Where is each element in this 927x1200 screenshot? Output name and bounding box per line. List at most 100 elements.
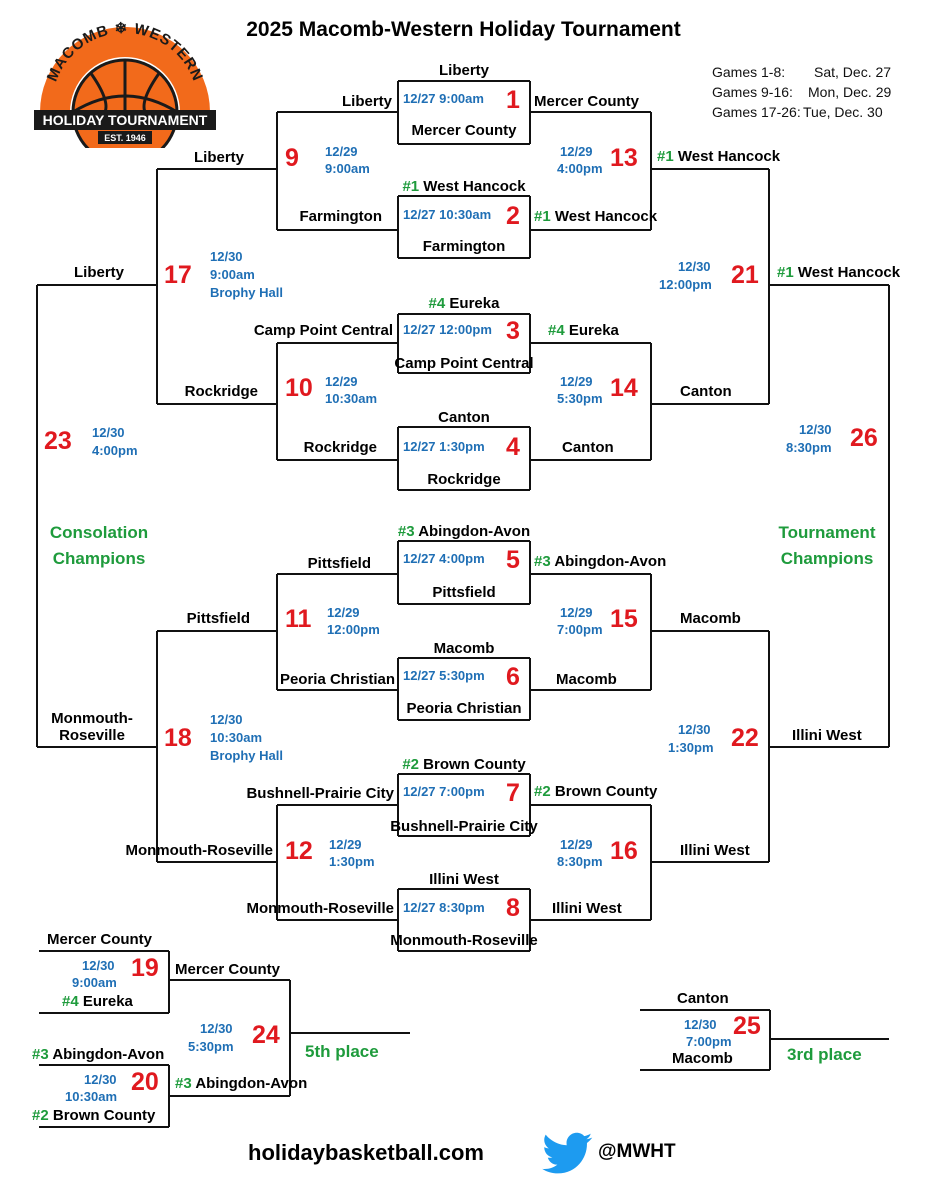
g2-top-name: West Hancock [423, 178, 526, 195]
g15-top-team: #3 Abingdon-Avon [534, 553, 666, 571]
g26-time-hour: 8:30pm [786, 440, 832, 455]
g12-time-hour: 1:30pm [329, 854, 375, 869]
g14-top-team: #4 Eureka [548, 322, 619, 340]
g8-number: 8 [506, 894, 520, 922]
g5-top-seed: #3 [397, 523, 415, 540]
page-title: 2025 Macomb-Western Holiday Tournament [246, 18, 681, 41]
g5-bottom-team: Pittsfield [432, 584, 496, 601]
game-13-lines [530, 111, 652, 231]
g21-time-date: 12/30 [678, 259, 711, 274]
g1-number: 1 [506, 86, 520, 114]
g6-top-team: Macomb [433, 640, 495, 657]
g24-time-date: 12/30 [200, 1021, 233, 1036]
g22-number: 22 [731, 724, 759, 752]
game-23-lines [36, 284, 157, 748]
g12-bottom-team: Monmouth-Roseville [246, 900, 394, 917]
g9-number: 9 [285, 144, 299, 172]
g22-time-date: 12/30 [678, 722, 711, 737]
g14-top-seed: #4 [548, 322, 565, 339]
g14-time-date: 12/29 [560, 374, 593, 389]
g24-bottom-team: #3 Abingdon-Avon [175, 1075, 307, 1093]
g17-top-team: Liberty [193, 149, 244, 166]
g19-bottom-seed: #4 [62, 993, 79, 1010]
logo-banner-text: HOLIDAY TOURNAMENT [43, 112, 208, 128]
g10-top-team: Camp Point Central [253, 322, 393, 339]
g26-top-team: #1 West Hancock [777, 264, 900, 282]
g19-time-hour: 9:00am [72, 975, 117, 990]
g17-number: 17 [164, 261, 192, 289]
twitter-icon[interactable] [542, 1128, 594, 1178]
g19-top-team: Mercer County [47, 931, 153, 948]
g8-bottom-team: Monmouth-Roseville [390, 932, 538, 949]
fifth-place-label: 5th place [305, 1042, 379, 1061]
game-10-lines [276, 342, 398, 461]
g4-bottom-team: Rockridge [427, 471, 501, 488]
g15-bottom-team: Macomb [556, 671, 617, 688]
g26-bottom-team: Illini West [792, 727, 862, 744]
g2-top-seed: #1 [402, 178, 420, 195]
g20-number: 20 [131, 1068, 159, 1096]
g3-bottom-team: Camp Point Central [394, 355, 534, 372]
g2-top-team: #1 West Hancock [398, 178, 530, 196]
g18-number: 18 [164, 724, 192, 752]
g11-top-team: Pittsfield [307, 555, 371, 572]
schedule-date-2: Mon, Dec. 29 [808, 84, 892, 100]
g20-bottom-team: #2 Brown County [32, 1107, 155, 1125]
g7-time: 12/27 7:00pm [403, 784, 485, 799]
g15-number: 15 [610, 605, 638, 633]
schedule-games-1: Games 1-8: [712, 64, 786, 80]
g8-time: 12/27 8:30pm [403, 900, 485, 915]
g15-time-date: 12/29 [560, 605, 593, 620]
g23-top-team: Liberty [73, 264, 124, 281]
g18-top-team: Pittsfield [186, 610, 250, 627]
game-17-lines [156, 168, 277, 405]
g16-top-name: Brown County [554, 783, 658, 800]
twitter-handle[interactable]: @MWHT [598, 1141, 676, 1162]
g21-time-hour: 12:00pm [659, 277, 712, 292]
g5-top-team: #3 Abingdon-Avon [385, 523, 543, 541]
g15-time-hour: 7:00pm [557, 622, 603, 637]
g5-number: 5 [506, 546, 520, 574]
g18-time-hour: 10:30am [210, 730, 263, 745]
g2-bottom-team: Farmington [422, 238, 506, 255]
g21-top-seed: #1 [657, 148, 674, 165]
schedule-games-3: Games 17-26: [712, 104, 801, 120]
g3-top-team: #4 Eureka [398, 295, 530, 313]
g1-bottom-team: Mercer County [411, 122, 517, 139]
g13-bottom-team: #1 West Hancock [534, 208, 657, 226]
g6-time: 12/27 5:30pm [403, 668, 485, 683]
g3-number: 3 [506, 317, 520, 345]
g8-top-team: Illini West [429, 871, 499, 888]
g20-top-team: #3 Abingdon-Avon [32, 1046, 164, 1064]
g15-top-name: Abingdon-Avon [554, 553, 667, 570]
g13-bottom-seed: #1 [534, 208, 551, 225]
g17-venue: Brophy Hall [210, 285, 283, 300]
g3-top-seed: #4 [428, 295, 446, 312]
g3-top-name: Eureka [449, 295, 500, 312]
game-9-lines [276, 111, 398, 231]
g16-number: 16 [610, 837, 638, 865]
g3-time: 12/27 12:00pm [403, 322, 492, 337]
g17-bottom-team: Rockridge [184, 383, 258, 400]
g2-time: 12/27 10:30am [403, 207, 492, 222]
g23-bottom-team-line1: Monmouth- [51, 710, 133, 727]
g24-time-hour: 5:30pm [188, 1039, 234, 1054]
g16-bottom-team: Illini West [552, 900, 622, 917]
g16-top-team: #2 Brown County [534, 783, 657, 801]
g10-time-hour: 10:30am [325, 391, 378, 406]
g4-time: 12/27 1:30pm [403, 439, 485, 454]
g15-top-seed: #3 [534, 553, 551, 570]
g19-time-date: 12/30 [82, 958, 115, 973]
g13-bottom-name: West Hancock [554, 208, 658, 225]
third-place-label: 3rd place [787, 1045, 862, 1064]
game-box-4 [397, 426, 531, 491]
g2-number: 2 [506, 202, 520, 230]
g23-time-hour: 4:00pm [92, 443, 138, 458]
logo-est-text: EST. 1946 [104, 133, 146, 143]
website-link[interactable]: holidaybasketball.com [248, 1140, 484, 1165]
g12-top-team: Bushnell-Prairie City [246, 785, 394, 802]
schedule-date-1: Sat, Dec. 27 [814, 64, 892, 80]
g24-bottom-seed: #3 [175, 1075, 192, 1092]
g10-time-date: 12/29 [325, 374, 358, 389]
